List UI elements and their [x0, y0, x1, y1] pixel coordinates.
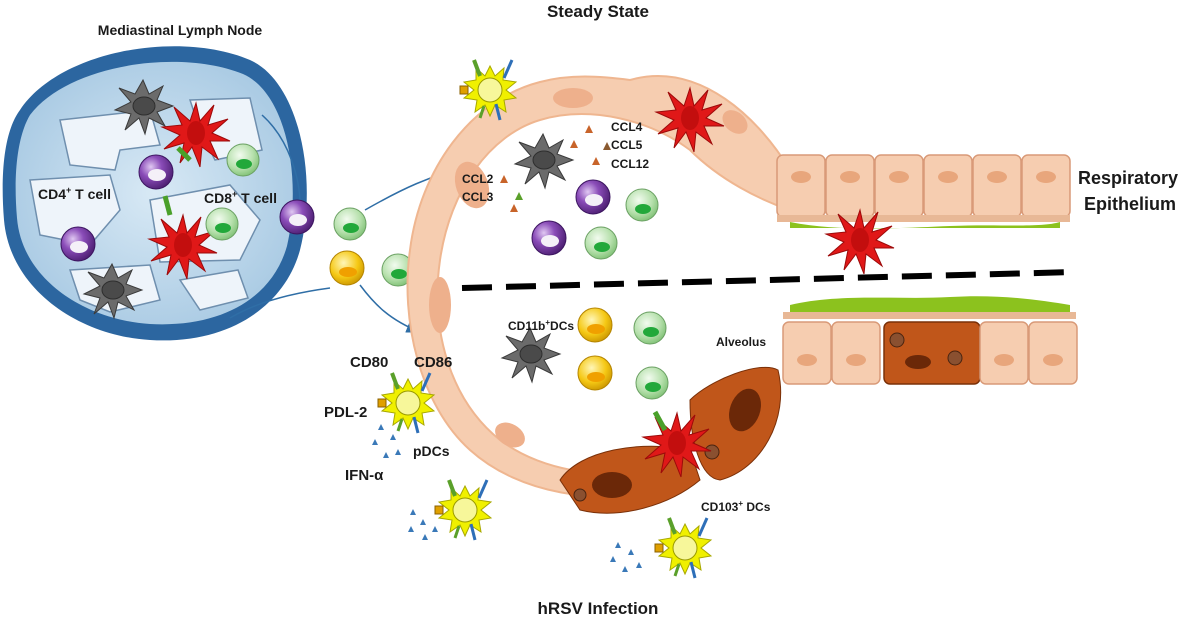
ifn-alpha-label: IFN-α [345, 467, 384, 484]
t-cell-icon [635, 366, 669, 400]
ccl4-label: CCL4 [611, 120, 643, 134]
cd80-label: CD80 [350, 354, 388, 371]
t-cell-icon [531, 220, 567, 256]
epithelial-cell-icon [782, 296, 1078, 385]
pdcs-label: pDCs [413, 443, 450, 459]
pdc-icon [653, 516, 713, 580]
cd103-label: CD103+ DCs [701, 499, 771, 514]
t-cell-icon [584, 226, 618, 260]
connector-line [229, 287, 331, 319]
ccl5-label: CCL5 [611, 138, 643, 152]
alveolus-label: Alveolus [716, 335, 766, 349]
t-cell-icon [625, 188, 659, 222]
cd86-label: CD86 [414, 354, 452, 371]
pdc-icon [433, 478, 493, 542]
hrsv-infection-title: hRSV Infection [538, 599, 659, 617]
t-cell-icon [329, 250, 365, 286]
pdc-icon [376, 371, 436, 435]
infected-cell [559, 366, 782, 514]
pdl2-label: PDL-2 [324, 404, 367, 421]
alveolus-wall [406, 75, 791, 498]
ifn-alpha-dots [372, 424, 642, 572]
state-divider [461, 269, 1076, 291]
ccl3-label: CCL3 [462, 190, 494, 204]
t-cell-icon [575, 179, 611, 215]
t-cell-icon [205, 207, 239, 241]
t-cell-icon [577, 355, 613, 391]
ccl12-label: CCL12 [611, 157, 649, 171]
chemokines [500, 125, 611, 212]
dendritic-cell-icon [514, 133, 574, 189]
cd11b-label: CD11b+DCs [508, 318, 574, 333]
ccl2-label: CCL2 [462, 172, 494, 186]
lymph-node-title: Mediastinal Lymph Node [98, 22, 263, 38]
t-cell-icon [333, 207, 367, 241]
respiratory-label: Respiratory [1078, 168, 1178, 188]
cd8-label: CD8+ T cell [204, 189, 277, 206]
dendritic-cell-icon [501, 327, 561, 383]
epithelium-label: Epithelium [1084, 194, 1176, 214]
epithelial-cell-icon [776, 154, 1071, 275]
t-cell-icon [226, 143, 260, 177]
t-cell-icon [633, 311, 667, 345]
connector-line [261, 114, 301, 206]
steady-state-title: Steady State [547, 2, 649, 21]
t-cell-icon [60, 226, 96, 262]
cd4-label: CD4+ T cell [38, 185, 111, 202]
t-cell-icon [138, 154, 174, 190]
t-cell-icon [577, 307, 613, 343]
t-cell-icon [279, 199, 315, 235]
